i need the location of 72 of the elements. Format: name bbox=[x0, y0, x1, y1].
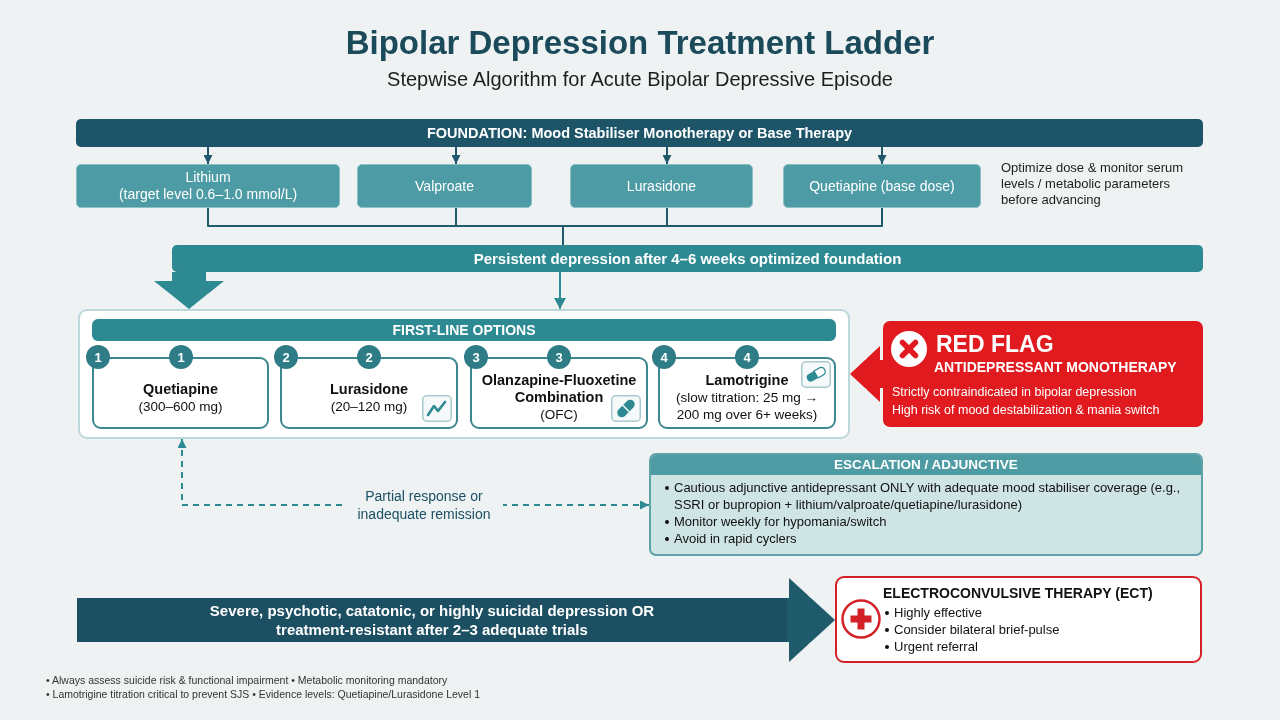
bullet-item: Monitor weekly for hypomania/switch bbox=[663, 513, 1197, 530]
dose-text: (300–600 mg) bbox=[137, 397, 224, 415]
bullet-item: Urgent referral bbox=[883, 637, 978, 655]
stage-box bbox=[357, 164, 532, 208]
arrow bbox=[662, 146, 672, 165]
number-badge bbox=[274, 345, 298, 369]
step-number: 3 bbox=[472, 349, 480, 365]
transition-text: Persistent depression after 4–6 weeks optimized foundation bbox=[473, 250, 902, 267]
step-number: 1 bbox=[94, 349, 102, 365]
therapy-card bbox=[835, 576, 1202, 663]
step-number: 4 bbox=[743, 349, 751, 365]
title: Bipolar Depression Treatment Ladder bbox=[345, 24, 935, 62]
section-header: ESCALATION / ADJUNCTIVE bbox=[651, 455, 1201, 475]
bullet-item: Highly effective bbox=[883, 603, 982, 621]
options-panel bbox=[78, 309, 850, 439]
section-title: FIRST-LINE OPTIONS bbox=[392, 322, 536, 338]
arrow bbox=[451, 146, 461, 165]
warning-text: Strictly contraindicated in bipolar depression bbox=[892, 384, 1137, 401]
step-number: 4 bbox=[660, 349, 668, 365]
stage-box bbox=[76, 164, 340, 208]
therapy-title: ELECTROCONVULSIVE THERAPY (ECT) bbox=[883, 584, 1153, 601]
transition-band bbox=[172, 245, 1203, 272]
block-arrow bbox=[787, 578, 835, 662]
number-badge bbox=[547, 345, 571, 369]
warning-title: RED FLAG bbox=[936, 332, 1054, 357]
number-badge bbox=[652, 345, 676, 369]
number-badge bbox=[735, 345, 759, 369]
target-text: (target level 0.6–1.0 mmol/L) bbox=[118, 186, 298, 203]
warning-subtitle: ANTIDEPRESSANT MONOTHERAPY bbox=[934, 359, 1177, 376]
drug-name: Quetiapine (base dose) bbox=[809, 177, 955, 195]
bullet-item: Consider bilateral brief-pulse bbox=[883, 620, 1060, 638]
drug-name: Valproate bbox=[415, 177, 474, 195]
info-panel bbox=[649, 453, 1203, 556]
warning-text: High risk of mood destabilization & mania switch bbox=[892, 402, 1160, 419]
dose-text: (20–120 mg) bbox=[329, 397, 409, 415]
arrow-banner bbox=[77, 598, 787, 642]
arrow bbox=[554, 271, 566, 310]
step-number: 1 bbox=[177, 349, 185, 365]
dose-text: (slow titration: 25 mg → 200 mg over 6+ weeks) bbox=[675, 389, 819, 423]
stage-box bbox=[570, 164, 753, 208]
arrow bbox=[877, 146, 887, 165]
drug-name: Lurasidone bbox=[329, 380, 409, 398]
block-arrow bbox=[850, 346, 883, 402]
block-arrow bbox=[154, 272, 224, 309]
number-badge bbox=[86, 345, 110, 369]
step-number: 2 bbox=[282, 349, 290, 365]
step-number: 2 bbox=[365, 349, 373, 365]
edge-label: Partial response or inadequate remission bbox=[345, 487, 503, 523]
warning-box bbox=[883, 321, 1203, 427]
stage-box bbox=[783, 164, 981, 208]
footnote: • Always assess suicide risk & functional impairment • Metabolic monitoring mandatory bbox=[46, 673, 448, 687]
step-number: 3 bbox=[555, 349, 563, 365]
connector-line bbox=[562, 207, 883, 246]
section-band bbox=[92, 319, 836, 341]
number-badge bbox=[464, 345, 488, 369]
number-badge bbox=[357, 345, 381, 369]
subtitle: Stepwise Algorithm for Acute Bipolar Depressive Episode bbox=[387, 68, 893, 91]
drug-name: Quetiapine bbox=[143, 380, 218, 398]
bullet-item: Avoid in rapid cyclers bbox=[663, 530, 1197, 547]
drug-name: Lamotrigine bbox=[705, 372, 789, 389]
footnote: • Lamotrigine titration critical to prevent SJS • Evidence levels: Quetiapine/Lurasidone Level 1 bbox=[46, 687, 480, 701]
arrow bbox=[203, 146, 213, 165]
banner-text: Severe, psychotic, catatonic, or highly suicidal depression OR treatment-resistant after 2–3 adequate trials bbox=[208, 601, 656, 639]
note-text: Optimize dose & monitor serum levels / metabolic parameters before advancing bbox=[1001, 160, 1185, 208]
drug-name: Lurasidone bbox=[626, 177, 697, 195]
header-band bbox=[76, 119, 1203, 147]
bullet-item: Cautious adjunctive antidepressant ONLY with adequate mood stabiliser coverage (e.g., SSRI or bupropion + lithium/valproate/quetiapine/lurasidone) bbox=[663, 479, 1197, 513]
drug-name: Lithium bbox=[185, 169, 231, 186]
number-badge bbox=[169, 345, 193, 369]
drug-name: Olanzapine-Fluoxetine Combination bbox=[480, 372, 638, 406]
dose-text: (OFC) bbox=[539, 406, 579, 423]
section-title: FOUNDATION: Mood Stabiliser Monotherapy or Base Therapy bbox=[426, 125, 853, 141]
